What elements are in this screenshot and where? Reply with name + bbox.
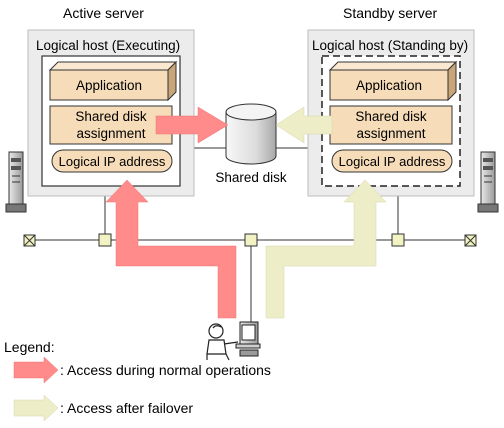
active-application-box: Application bbox=[48, 60, 178, 102]
standby-server-computer-icon bbox=[477, 151, 499, 213]
standby-application-box: Application bbox=[328, 60, 458, 102]
standby-assignment-line2: assignment bbox=[356, 126, 425, 141]
active-shared-disk-assignment-box: Shared disk assignment bbox=[49, 105, 173, 145]
standby-logical-host-label: Logical host (Standing by) bbox=[312, 38, 468, 53]
active-assignment-line2: assignment bbox=[76, 126, 145, 141]
legend-title: Legend: bbox=[4, 339, 55, 355]
active-application-label: Application bbox=[76, 78, 142, 93]
standby-logical-ip-pill: Logical IP address bbox=[331, 149, 453, 173]
legend-failover-label: : Access after failover bbox=[60, 400, 193, 416]
network-node-active bbox=[98, 233, 112, 247]
standby-shared-disk-assignment-box: Shared disk assignment bbox=[329, 105, 453, 145]
failover-access-path-arrow bbox=[265, 179, 387, 319]
network-node-client bbox=[244, 233, 258, 247]
failover-access-disk-arrow bbox=[275, 106, 333, 144]
network-terminator-right bbox=[464, 234, 477, 247]
active-server-computer-icon bbox=[5, 151, 27, 213]
shared-disk-icon bbox=[225, 103, 277, 165]
client-workstation-icon bbox=[235, 321, 261, 357]
standby-assignment-line1: Shared disk bbox=[355, 109, 427, 124]
active-logical-host-label: Logical host (Executing) bbox=[36, 38, 180, 53]
normal-access-path-arrow bbox=[105, 179, 237, 319]
active-assignment-line1: Shared disk bbox=[75, 109, 147, 124]
network-node-standby bbox=[391, 233, 405, 247]
active-logical-ip-pill: Logical IP address bbox=[51, 149, 173, 173]
network-terminator-left bbox=[23, 234, 36, 247]
active-logical-ip-label: Logical IP address bbox=[59, 154, 166, 169]
legend-normal-label: : Access during normal operations bbox=[60, 362, 271, 378]
client-user-icon bbox=[206, 323, 239, 361]
legend-failover-arrow bbox=[13, 394, 59, 422]
shared-disk-label: Shared disk bbox=[215, 170, 287, 185]
active-server-title: Active server bbox=[63, 5, 144, 21]
standby-server-title: Standby server bbox=[343, 5, 437, 21]
standby-logical-ip-label: Logical IP address bbox=[339, 154, 446, 169]
legend-normal-arrow bbox=[13, 356, 59, 384]
normal-access-disk-arrow bbox=[155, 106, 229, 144]
standby-application-label: Application bbox=[356, 78, 422, 93]
